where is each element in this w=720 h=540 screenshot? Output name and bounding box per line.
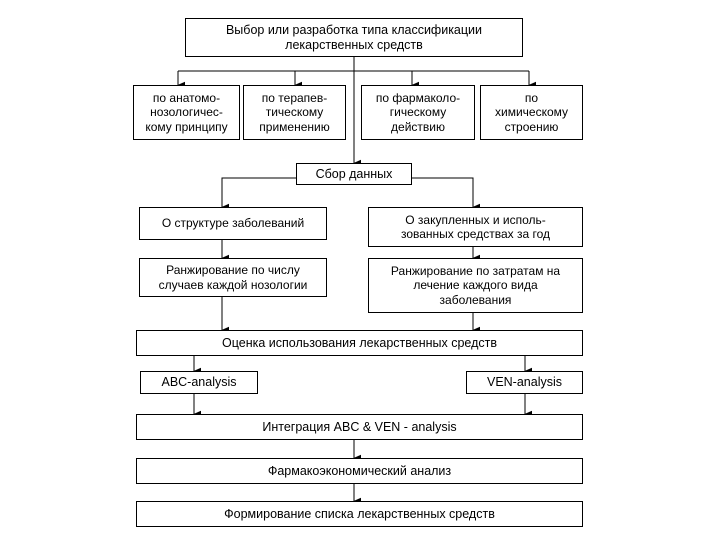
- node-abc-analysis[interactable]: ABC-analysis: [140, 371, 258, 394]
- node-criteria-pharmacological[interactable]: по фармаколо- гическому действию: [361, 85, 475, 140]
- wire-collection-to-morbidity: [221, 177, 296, 211]
- node-criteria-pharmacological-label: по фармаколо- гическому действию: [375, 91, 461, 134]
- node-ven-analysis[interactable]: VEN-analysis: [466, 371, 583, 394]
- node-criteria-chemical-label: по химическому строению: [494, 91, 569, 134]
- node-rank-costs[interactable]: Ранжирование по затратам на лечение кажд…: [368, 258, 583, 313]
- node-classification-type-label: Выбор или разработка типа классификации …: [225, 22, 483, 52]
- node-criteria-therapeutic-label: по терапев- тическому применению: [259, 91, 330, 134]
- node-integration-label: Интеграция ABC & VEN - analysis: [262, 419, 457, 434]
- node-data-procurement-label: О закупленных и исполь- зованных средств…: [400, 212, 551, 241]
- node-usage-assessment[interactable]: Оценка использования лекарственных средс…: [136, 330, 583, 356]
- node-rank-cases[interactable]: Ранжирование по числу случаев каждой ноз…: [139, 258, 327, 297]
- node-usage-assessment-label: Оценка использования лекарственных средс…: [222, 335, 497, 350]
- node-pharmacoeconomic-analysis[interactable]: Фармакоэкономический анализ: [136, 458, 583, 484]
- node-criteria-therapeutic[interactable]: по терапев- тическому применению: [243, 85, 346, 140]
- node-formulary-list-label: Формирование списка лекарственных средст…: [224, 506, 495, 521]
- node-pharmacoeconomic-analysis-label: Фармакоэкономический анализ: [267, 463, 452, 478]
- node-criteria-chemical[interactable]: по химическому строению: [480, 85, 583, 140]
- node-classification-type[interactable]: Выбор или разработка типа классификации …: [185, 18, 523, 57]
- node-data-morbidity-label: О структуре заболеваний: [161, 216, 305, 231]
- node-formulary-list[interactable]: Формирование списка лекарственных средст…: [136, 501, 583, 527]
- node-integration[interactable]: Интеграция ABC & VEN - analysis: [136, 414, 583, 440]
- node-criteria-anatomical-label: по анатомо- нозологичес- кому принципу: [145, 91, 228, 134]
- node-ven-analysis-label: VEN-analysis: [486, 375, 563, 390]
- node-abc-analysis-label: ABC-analysis: [161, 375, 237, 390]
- node-data-procurement[interactable]: О закупленных и исполь- зованных средств…: [368, 207, 583, 247]
- node-criteria-anatomical[interactable]: по анатомо- нозологичес- кому принципу: [133, 85, 240, 140]
- node-rank-cases-label: Ранжирование по числу случаев каждой ноз…: [158, 263, 308, 292]
- node-data-morbidity[interactable]: О структуре заболеваний: [139, 207, 327, 240]
- node-data-collection-label: Сбор данных: [315, 166, 393, 181]
- node-rank-costs-label: Ранжирование по затратам на лечение кажд…: [390, 264, 561, 307]
- wire-collection-to-procurement: [412, 177, 481, 211]
- node-data-collection[interactable]: Сбор данных: [296, 163, 412, 185]
